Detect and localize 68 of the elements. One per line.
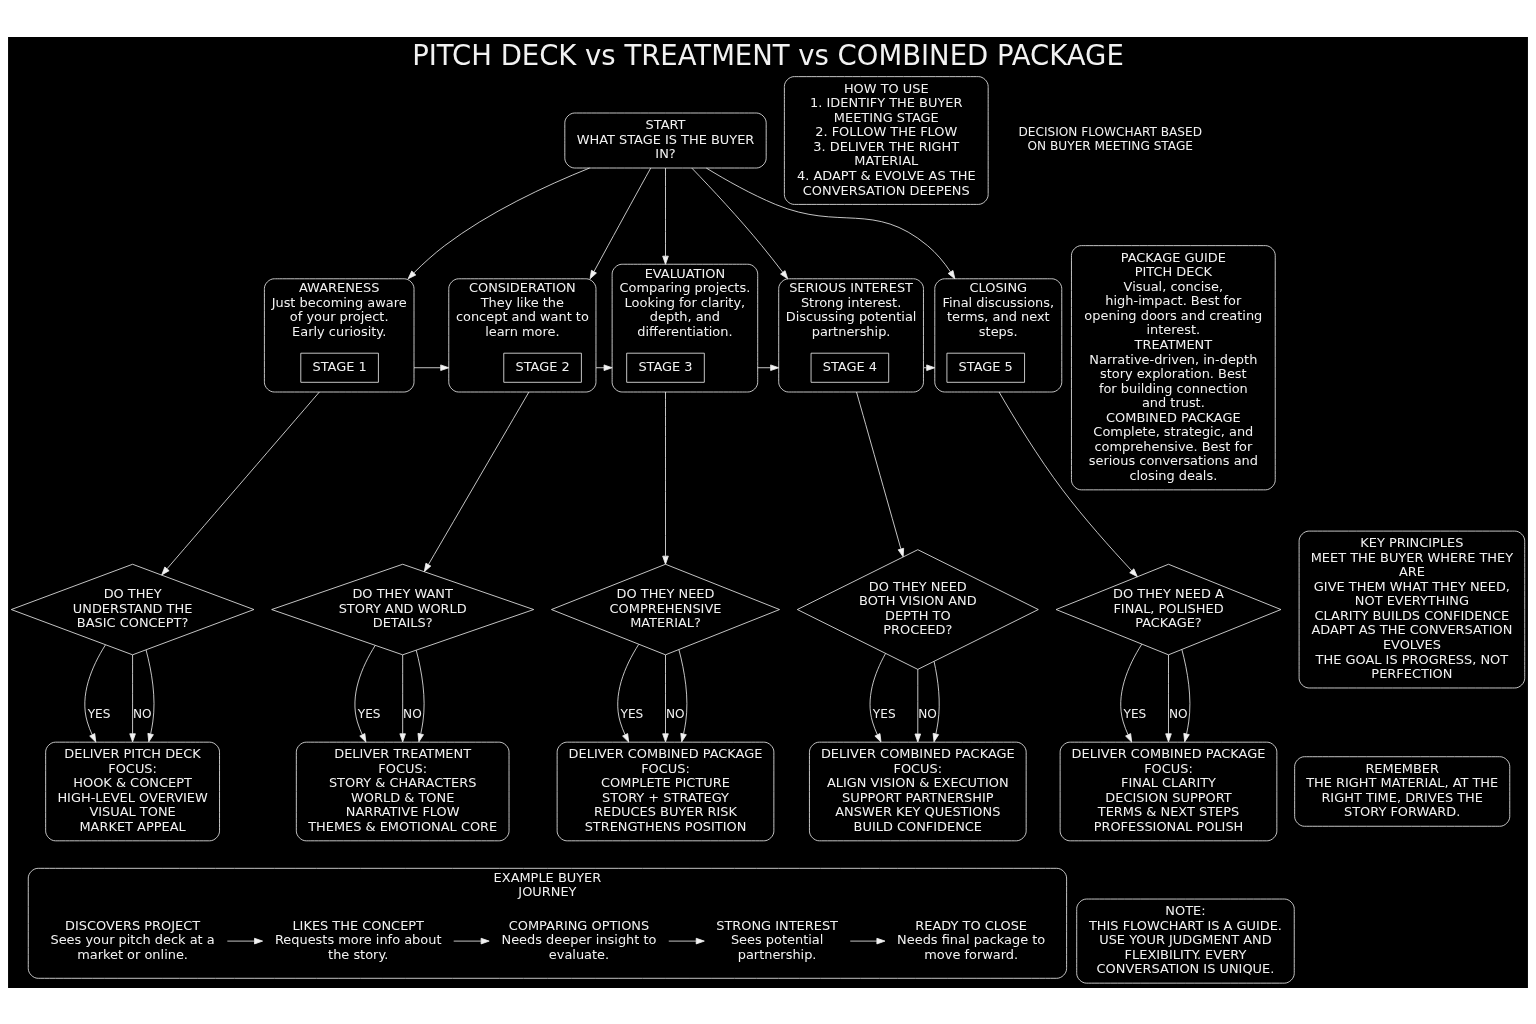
node-box: DELIVER TREATMENT FOCUS: STORY & CHARACTERS WORLD & TONE NARRATIVE FLOW THEMES & EMOTIONAL CORE	[295, 741, 510, 841]
edge-label: YES	[872, 706, 896, 721]
arrow	[914, 668, 922, 742]
arrow	[145, 649, 155, 742]
node-box: DELIVER COMBINED PACKAGE FOCUS: ALIGN VISION & EXECUTION SUPPORT PARTNERSHIP ANSWER KEY QUESTIONS BUILD CONFIDENCE	[809, 741, 1027, 841]
node-box: DELIVER COMBINED PACKAGE FOCUS: FINAL CLARITY DECISION SUPPORT TERMS & NEXT STEPS PROFESSIONAL POLISH	[1059, 741, 1278, 841]
node-diamond: DO THEY NEED COMPREHENSIVE MATERIAL?	[551, 563, 780, 655]
node-box: PACKAGE GUIDE PITCH DECK Visual, concise, high-impact. Best for opening doors and creating interest. TREATMENT Narrative-driven, in-depth story exploration. Best for building connection and trust. COMBINED PACKAGE Complete, strategic, and comprehensive. Best for serious conversations and closing deals.	[1071, 244, 1276, 490]
node-diamond: DO THEY NEED A FINAL, POLISHED PACKAGE?	[1055, 563, 1282, 655]
node-box: DELIVER PITCH DECK FOCUS: HOOK & CONCEPT HIGH-LEVEL OVERVIEW VISUAL TONE MARKET APPEAL	[45, 741, 220, 841]
node-text: READY TO CLOSE Needs final package to move forward.	[897, 917, 1046, 962]
edge-label: YES	[1123, 706, 1147, 721]
arrow	[662, 391, 669, 565]
node-box: STAGE 1	[300, 352, 379, 383]
node-box: STAGE 4	[810, 352, 890, 383]
arrow	[1120, 643, 1143, 742]
arrow	[757, 364, 780, 371]
node-box: DELIVER COMBINED PACKAGE FOCUS: COMPLETE PICTURE STORY + STRATEGY REDUCES BUYER RISK STRENGTHENS POSITION	[556, 741, 775, 841]
edge-label: YES	[357, 706, 381, 721]
node-text: COMPARING OPTIONS Needs deeper insight to evaluate.	[501, 917, 657, 962]
node-text: LIKES THE CONCEPT Requests more info about the story.	[274, 917, 442, 962]
node-text: STRONG INTEREST Sees potential partnership.	[716, 917, 838, 962]
edge-label: NO	[665, 706, 685, 721]
arrow	[662, 167, 669, 265]
arrow	[932, 660, 940, 742]
arrow	[691, 167, 789, 279]
node-box: START WHAT STAGE IS THE BUYER IN?	[564, 112, 767, 168]
edge-label: NO	[132, 706, 152, 721]
arrow	[998, 391, 1138, 577]
arrow	[453, 937, 490, 944]
diagram-title: PITCH DECK vs TREATMENT vs COMBINED PACKAGE	[412, 38, 1124, 71]
arrow	[1165, 654, 1172, 742]
edge-label: NO	[403, 706, 422, 721]
node-box: KEY PRINCIPLES MEET THE BUYER WHERE THEY ARE GIVE THEM WHAT THEY NEED, NOT EVERYTHING CLARITY BUILDS CONFIDENCE ADAPT AS THE CONVERSATION EVOLVES THE GOAL IS PROGRESS, NOT PERFECTION	[1298, 530, 1526, 688]
edge-label: YES	[87, 706, 111, 721]
arrow	[668, 937, 705, 944]
node-text: DISCOVERS PROJECT Sees your pitch deck at a market or online.	[50, 917, 215, 962]
arrow	[423, 391, 530, 572]
edge-label: YES	[620, 706, 644, 721]
arrow	[849, 937, 886, 944]
arrow	[84, 644, 106, 742]
arrow	[856, 391, 905, 557]
arrow	[399, 654, 406, 742]
arrow	[161, 391, 320, 575]
arrow	[407, 167, 590, 279]
node-box: STAGE 3	[626, 352, 705, 383]
arrow	[705, 167, 956, 279]
node-box: HOW TO USE 1. IDENTIFY THE BUYER MEETING STAGE 2. FOLLOW THE FLOW 3. DELIVER THE RIGHT MATERIAL 4. ADAPT & EVOLVE AS THE CONVERSATION DEEPENS	[783, 75, 989, 205]
node-box: REMEMBER THE RIGHT MATERIAL, AT THE RIGHT TIME, DRIVES THE STORY FORWARD.	[1294, 755, 1511, 827]
arrow	[354, 644, 376, 742]
arrow	[415, 649, 425, 742]
edge-label: NO	[1168, 706, 1188, 721]
arrow	[869, 652, 886, 742]
arrow	[923, 364, 936, 371]
arrow	[413, 364, 450, 371]
arrow	[226, 937, 263, 944]
arrow	[129, 654, 136, 742]
arrow	[617, 643, 640, 742]
arrow	[662, 654, 669, 742]
arrow	[1181, 648, 1191, 742]
label: DECISION FLOWCHART BASED ON BUYER MEETING STAGE	[1018, 124, 1203, 153]
node-box: STAGE 2	[503, 352, 582, 383]
arrow	[595, 364, 613, 371]
node-box: NOTE: THIS FLOWCHART IS A GUIDE. USE YOUR JUDGMENT AND FLEXIBILITY. EVERY CONVERSATION IS UNIQUE.	[1076, 898, 1295, 984]
node-box: STAGE 5	[946, 352, 1025, 383]
arrow	[589, 167, 652, 279]
arrow	[678, 648, 688, 742]
edge-label: NO	[918, 706, 937, 721]
